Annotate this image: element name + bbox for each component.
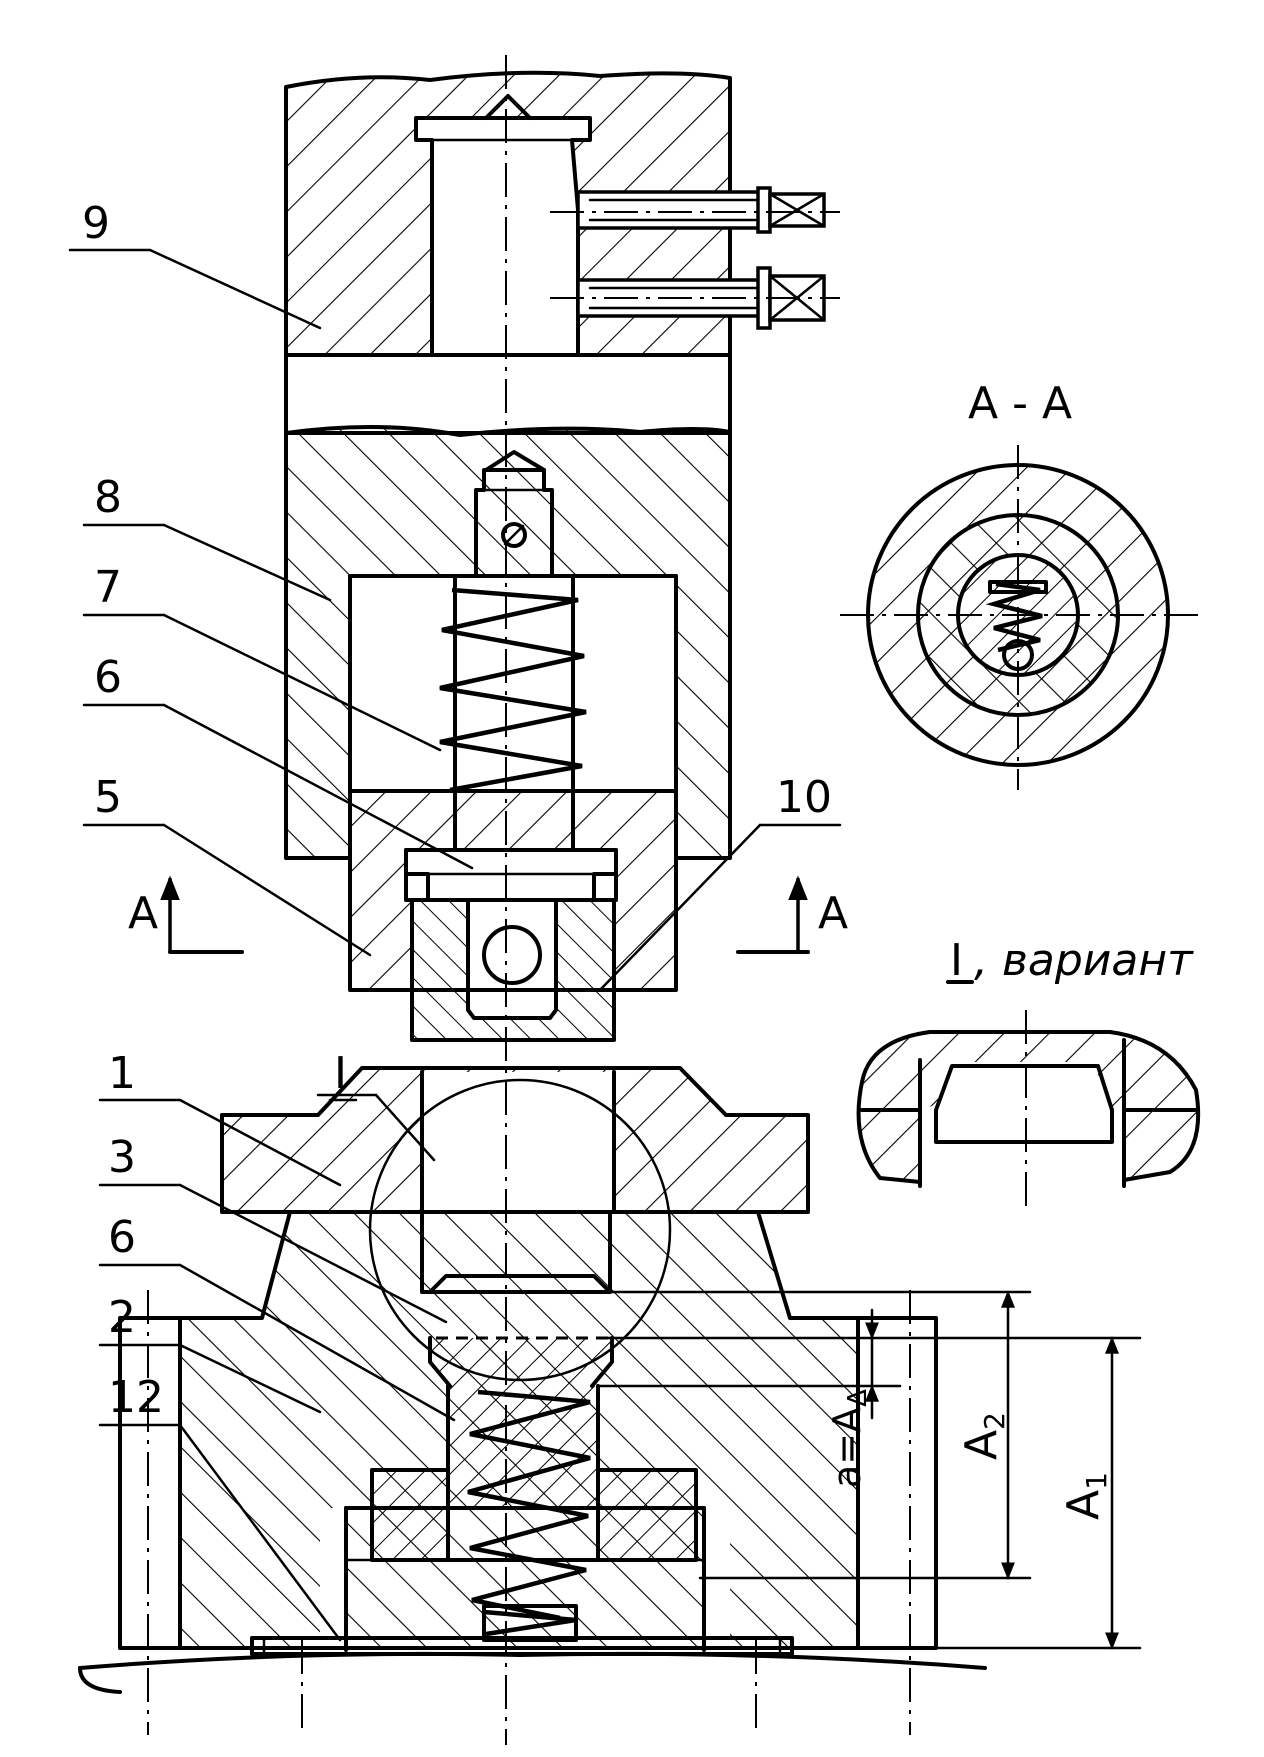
dim-a1-text: A [1058, 1490, 1109, 1520]
label-section-a-left: A [128, 888, 158, 939]
dim-a1-sub: 1 [1080, 1472, 1113, 1490]
detail-variant-caption: , вариант [974, 935, 1194, 986]
upper-assembly: A A [128, 70, 848, 1042]
label-part-8: 8 [94, 472, 122, 523]
section-mark-right: A [736, 875, 848, 954]
dim-a2-text: A [956, 1430, 1007, 1460]
label-part-10: 10 [776, 772, 832, 823]
label-part-6-upper: 6 [94, 652, 122, 703]
label-part-2: 2 [108, 1292, 136, 1343]
svg-text:a=AΔ: a=AΔ [825, 1389, 873, 1488]
part-9-upper-block [284, 70, 840, 357]
part-7-spring-upper [439, 587, 587, 793]
dimension-lines [598, 1290, 1142, 1650]
dim-a-sub: Δ [843, 1389, 873, 1407]
svg-text:A2: A2 [956, 1412, 1011, 1460]
label-part-3: 3 [108, 1132, 136, 1183]
label-part-9: 9 [82, 198, 110, 249]
dim-a-text: a=A [825, 1407, 869, 1488]
leader-lines [68, 248, 842, 1642]
label-part-12: 12 [108, 1372, 164, 1423]
label-part-1: 1 [108, 1048, 136, 1099]
detail-circle-i [368, 1078, 672, 1382]
label-part-6-lower: 6 [108, 1212, 136, 1263]
section-mark-left: A [128, 875, 244, 954]
label-part-7: 7 [94, 562, 122, 613]
part-10-insert [410, 898, 616, 1042]
spring-lower [467, 1389, 591, 1642]
section-a-a-title: А - А [968, 378, 1072, 429]
lower-assembly [78, 1066, 987, 1735]
detail-variant-mark: I [950, 935, 963, 986]
dim-a2: A2 [956, 1412, 1011, 1460]
part-5-bushing [348, 789, 678, 992]
dim-a-delta: a=AΔ [825, 1389, 873, 1488]
svg-text:A1: A1 [1058, 1472, 1113, 1520]
label-section-a-right: A [818, 888, 848, 939]
part-6-collar [404, 574, 618, 902]
section-a-a-view [840, 445, 1200, 790]
part-12-baseplate [78, 1636, 987, 1735]
dim-a1: A1 [1058, 1472, 1113, 1520]
dim-a2-sub: 2 [978, 1412, 1011, 1430]
spacer-band [284, 353, 732, 435]
detail-variant-view [856, 1010, 1201, 1210]
label-part-5: 5 [94, 772, 122, 823]
label-detail-mark: I [334, 1048, 347, 1099]
part-1-plate [220, 1066, 810, 1214]
